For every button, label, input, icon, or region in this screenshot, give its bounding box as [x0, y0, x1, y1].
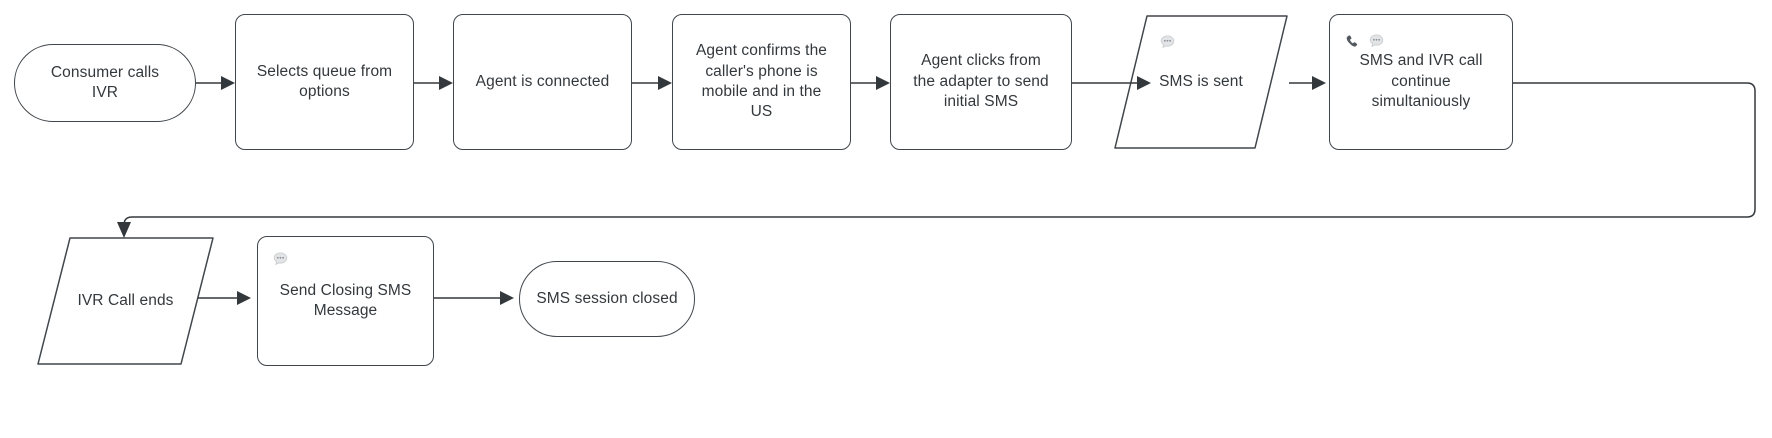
edge-send-closing-sms-to-sms-session-closed [434, 291, 514, 305]
node-agent-confirms-caller-phone[interactable]: Agent confirms the caller's phone is mob… [672, 14, 851, 150]
node-selects-queue-from-options[interactable]: Selects queue from options [235, 14, 414, 150]
edge-sms-sent-to-sms-ivr-continue [1289, 76, 1326, 90]
phone-icon [1346, 35, 1358, 47]
node-label: Selects queue from options [256, 62, 393, 100]
node-label: SMS session closed [536, 289, 678, 307]
node-label: Agent confirms the caller's phone is mob… [695, 42, 828, 121]
node-label: Send Closing SMS Message [279, 281, 412, 319]
node-label: Consumer calls IVR [50, 63, 160, 101]
edge-agent-confirms-to-agent-clicks [851, 76, 890, 90]
node-label: SMS and IVR call continue simultaniously [1359, 52, 1483, 111]
message-bubble-icon [273, 252, 288, 266]
message-bubble-icon [1369, 34, 1384, 48]
edge-selects-queue-to-agent-connected [414, 76, 453, 90]
node-label: Agent clicks from the adapter to send in… [913, 52, 1049, 111]
node-send-closing-sms-message[interactable]: Send Closing SMS Message [257, 236, 434, 366]
parallelogram-outline [36, 236, 215, 366]
node-sms-session-closed[interactable]: SMS session closed [519, 261, 695, 337]
node-badges [272, 251, 289, 268]
edge-agent-connected-to-agent-confirms [632, 76, 672, 90]
edge-consumer-calls-to-selects-queue [196, 76, 235, 90]
node-ivr-call-ends[interactable]: IVR Call ends [36, 236, 215, 366]
node-agent-is-connected[interactable]: Agent is connected [453, 14, 632, 150]
parallelogram-outline [1113, 14, 1289, 150]
node-consumer-calls-ivr[interactable]: Consumer calls IVR [14, 44, 196, 122]
node-agent-clicks-adapter-send-sms[interactable]: Agent clicks from the adapter to send in… [890, 14, 1072, 150]
node-badges [1344, 33, 1385, 50]
node-sms-is-sent[interactable]: SMS is sent [1113, 14, 1289, 150]
node-sms-and-ivr-call-continue[interactable]: SMS and IVR call continue simultaniously [1329, 14, 1513, 150]
node-label: Agent is connected [475, 72, 610, 90]
